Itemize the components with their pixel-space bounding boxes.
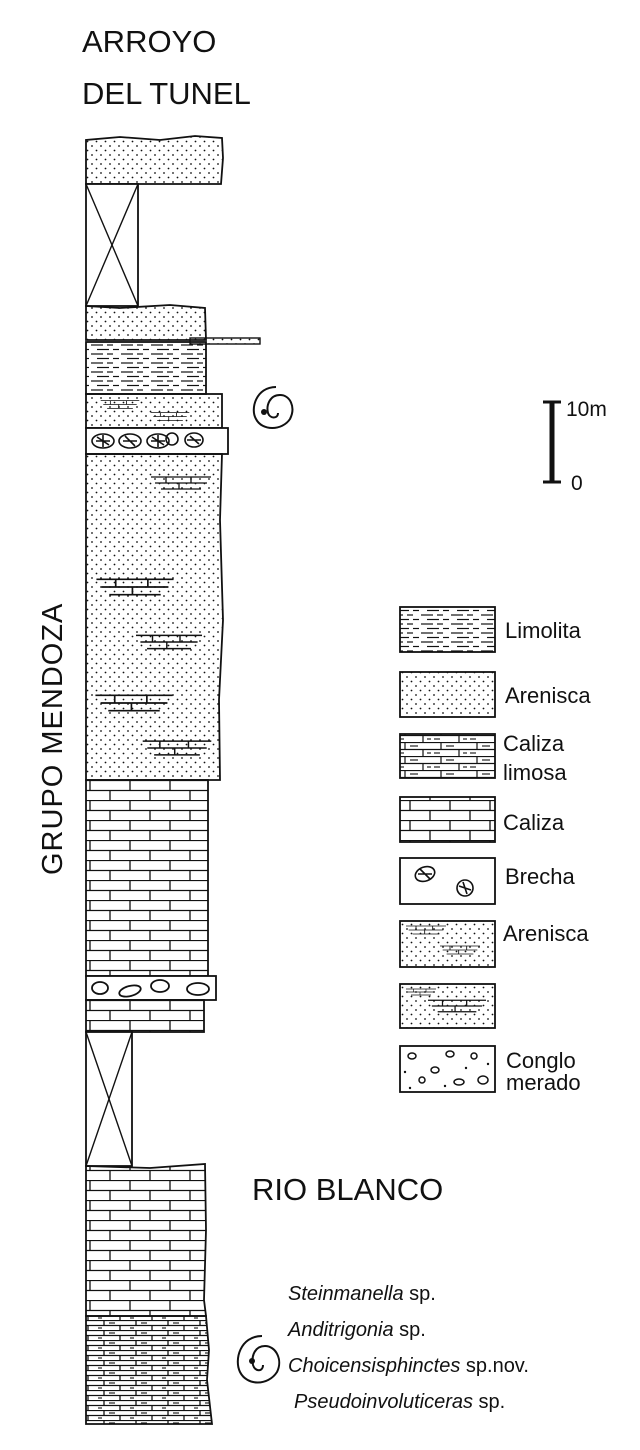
fossil-name: Choicensisphinctes bbox=[288, 1355, 460, 1377]
legend-item-conglomerado: Conglo merado bbox=[399, 1045, 581, 1095]
fossil-suffix: sp. bbox=[404, 1283, 436, 1305]
fossil-list: Steinmanella sp. Anditrigonia sp. Choice… bbox=[287, 1283, 529, 1413]
title-line-1: ARROYO bbox=[82, 24, 216, 59]
group-label: GRUPO MENDOZA bbox=[37, 603, 69, 875]
legend-item-arenisca-calcarea: Arenisca bbox=[399, 920, 589, 968]
bed-thin-lens bbox=[189, 337, 261, 345]
legend-label: Conglo bbox=[506, 1048, 576, 1073]
fossil-name: Steinmanella bbox=[288, 1283, 404, 1305]
bed-breccia-upper bbox=[85, 427, 229, 455]
fossil-suffix: sp. bbox=[473, 1391, 505, 1413]
bed-limestone-2 bbox=[85, 999, 205, 1033]
legend-item-limolita: Limolita bbox=[399, 606, 582, 653]
fossil-item: Anditrigonia sp. bbox=[287, 1319, 426, 1341]
legend-label: Arenisca bbox=[505, 683, 591, 708]
bed-siltstone bbox=[85, 341, 207, 395]
bed-lower-limestone bbox=[85, 1163, 208, 1317]
fossil-suffix: sp.nov. bbox=[460, 1355, 529, 1377]
fossil-name: Anditrigonia bbox=[287, 1319, 394, 1341]
legend-label: Arenisca bbox=[503, 921, 589, 946]
title-line-2: DEL TUNEL bbox=[82, 76, 251, 111]
location-label: RIO BLANCO bbox=[252, 1172, 443, 1207]
fossil-item: Steinmanella sp. bbox=[288, 1283, 436, 1305]
covered-interval-upper bbox=[85, 183, 139, 307]
legend-label: limosa bbox=[503, 760, 567, 785]
bed-limestone bbox=[85, 779, 209, 977]
legend-label: Limolita bbox=[505, 618, 582, 643]
legend-label: Caliza bbox=[503, 810, 565, 835]
ammonite-icon bbox=[252, 386, 294, 429]
legend-label: Caliza bbox=[503, 731, 565, 756]
fossil-suffix: sp. bbox=[394, 1319, 426, 1341]
scale-bar: 10m 0 bbox=[543, 398, 607, 495]
fossil-item: Choicensisphinctes sp.nov. bbox=[288, 1355, 529, 1377]
scale-bottom-label: 0 bbox=[571, 472, 583, 495]
legend-label: merado bbox=[506, 1070, 581, 1095]
legend: Limolita Arenisca Caliza limosa Caliza bbox=[399, 606, 591, 1095]
bed-sandstone-2 bbox=[85, 304, 207, 341]
legend-item-caliza-limosa: Caliza limosa bbox=[399, 731, 567, 785]
bed-top-sandstone bbox=[85, 135, 224, 185]
bed-conglomerate bbox=[85, 975, 217, 1001]
legend-item-arenisca: Arenisca bbox=[399, 671, 591, 718]
bed-calcareous-sandstone bbox=[85, 393, 223, 429]
fossil-name: Pseudoinvoluticeras bbox=[294, 1391, 473, 1413]
stratigraphic-column bbox=[85, 135, 261, 1425]
legend-label: Brecha bbox=[505, 864, 575, 889]
ammonite-icon bbox=[236, 1335, 281, 1384]
bed-silty-limestone bbox=[85, 1315, 214, 1425]
legend-item-caliza: Caliza bbox=[399, 796, 565, 843]
bed-thick-sandstone bbox=[85, 453, 224, 781]
fossil-item: Pseudoinvoluticeras sp. bbox=[294, 1391, 505, 1413]
scale-top-label: 10m bbox=[566, 398, 607, 421]
covered-interval-lower bbox=[85, 1031, 133, 1167]
legend-item-brecha: Brecha bbox=[399, 857, 575, 905]
legend-item-arenisca-calcarea-2 bbox=[399, 983, 496, 1029]
